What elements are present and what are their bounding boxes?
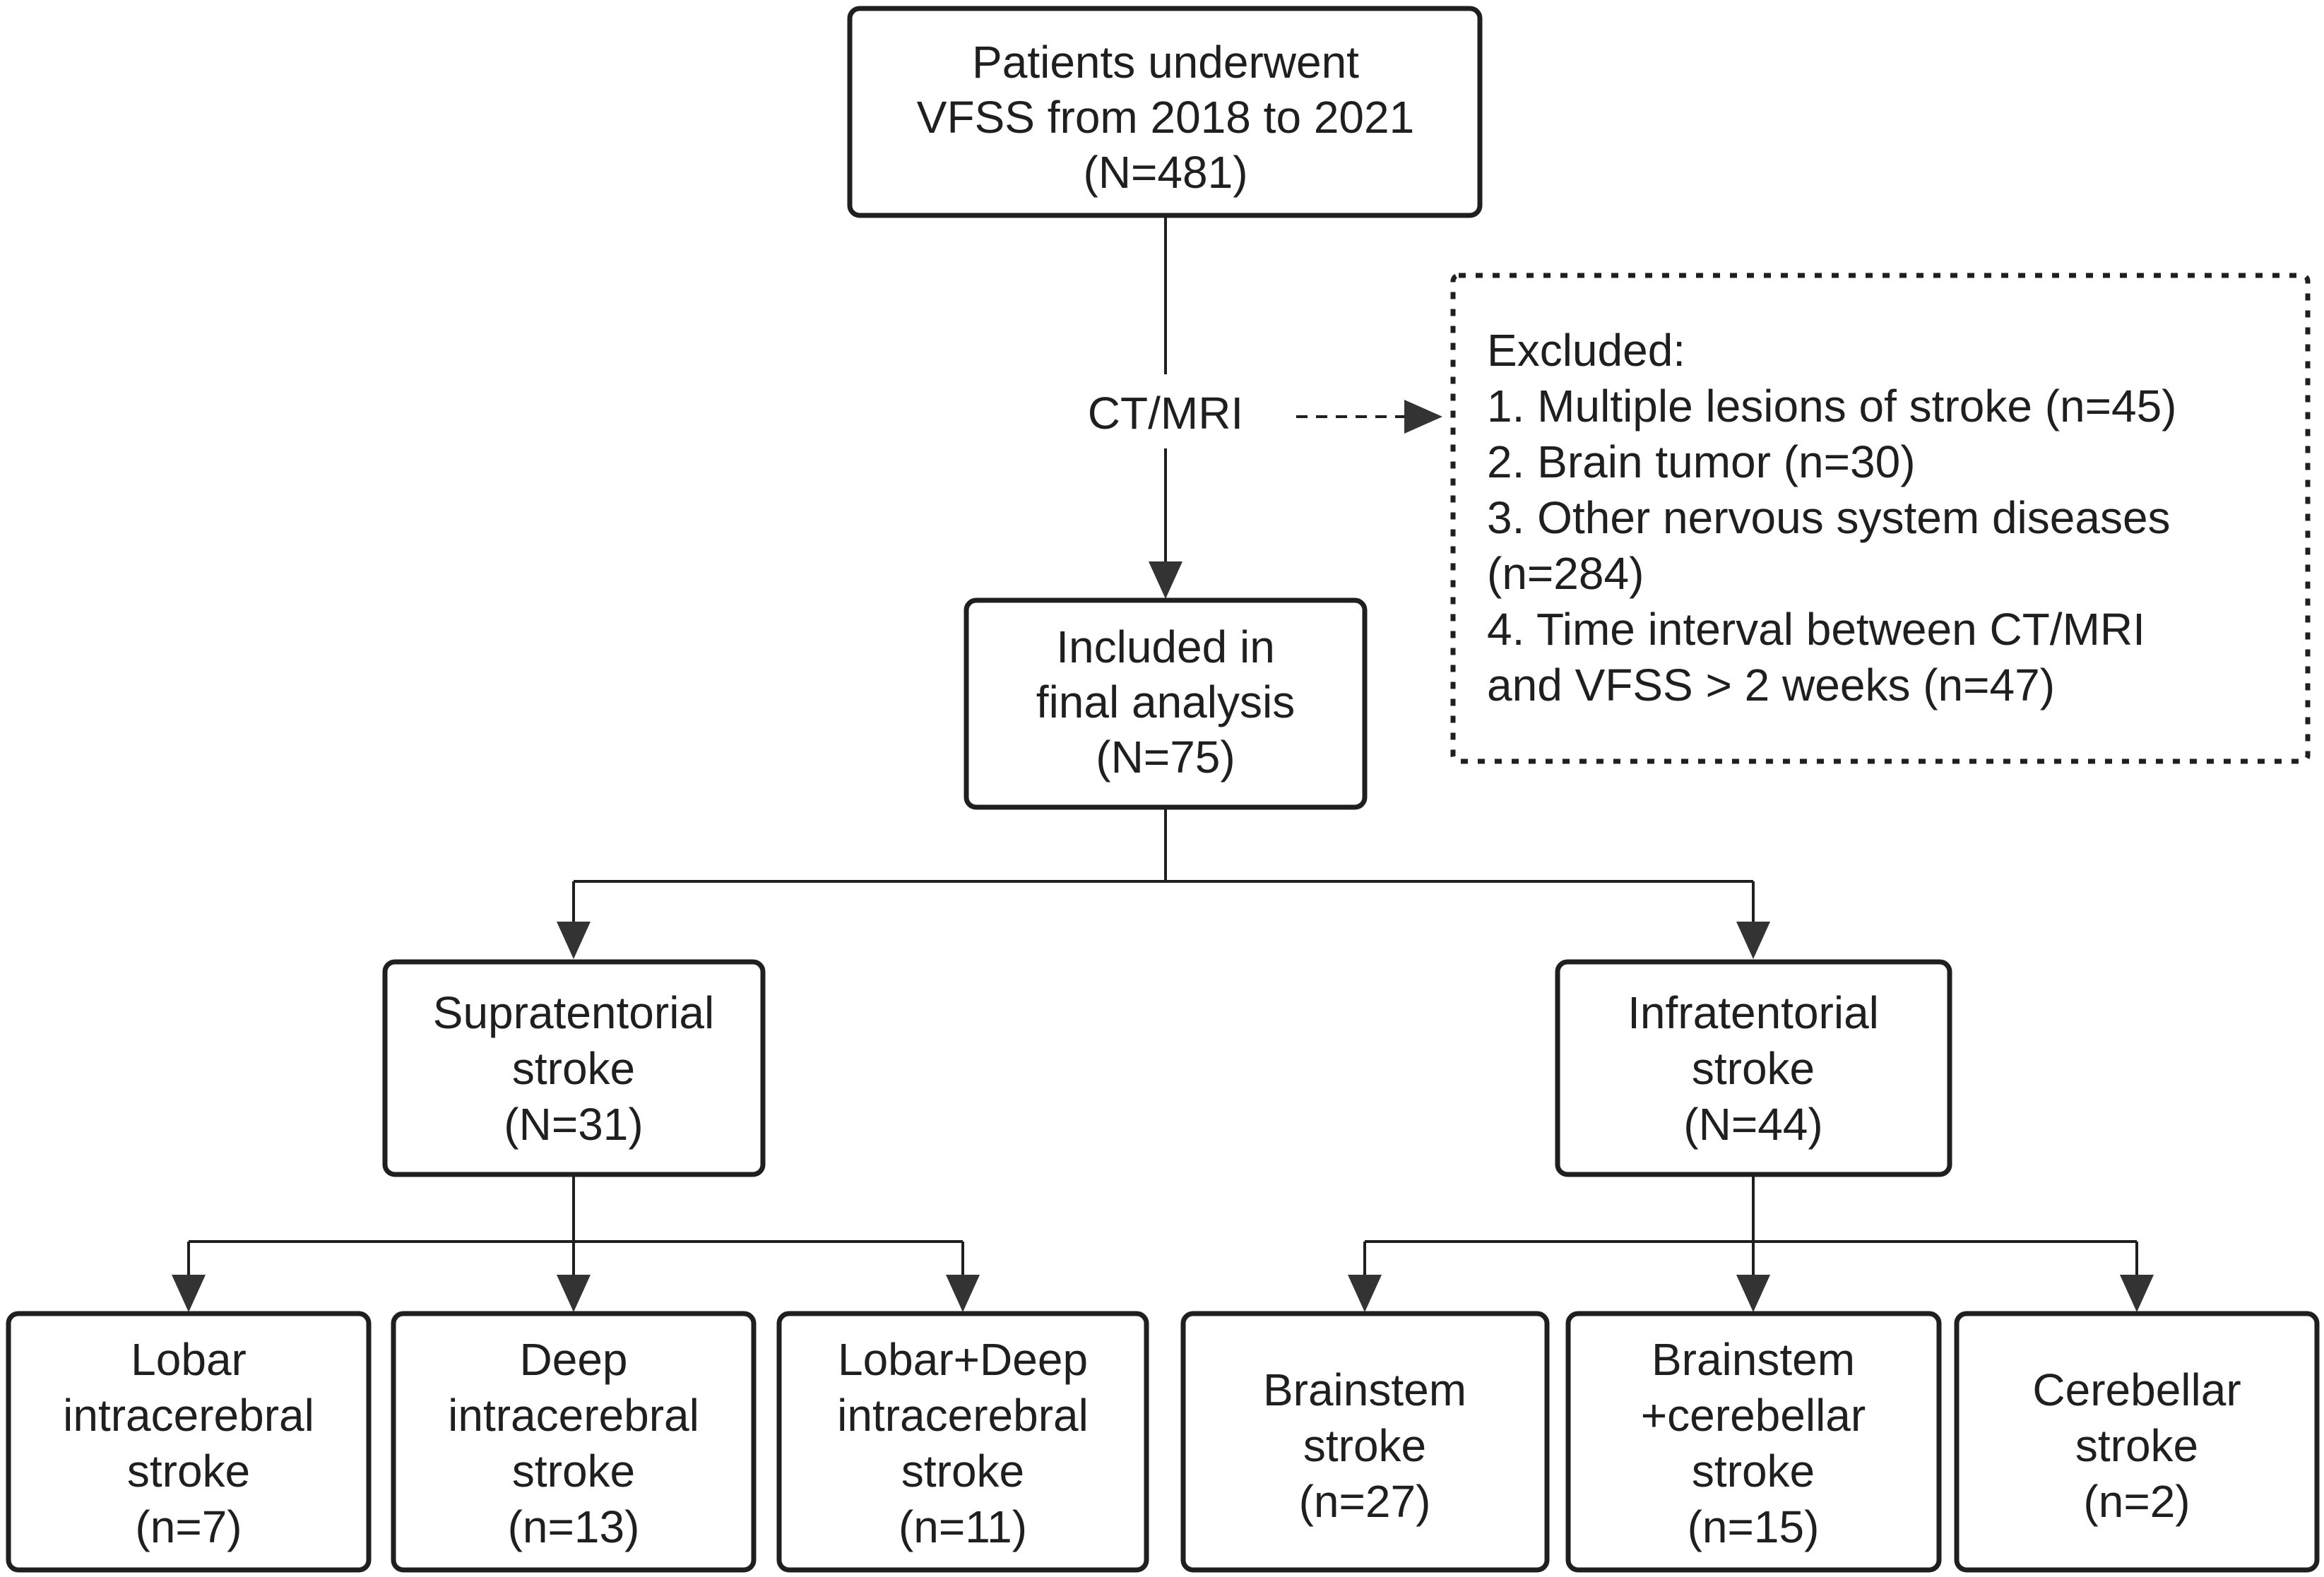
node-infratentorial-line-2: stroke bbox=[1692, 1043, 1815, 1094]
node-lobar-line-4: (n=7) bbox=[135, 1501, 242, 1552]
excluded-line-5: (n=284) bbox=[1487, 548, 1644, 599]
node-brainstem: Brainstem stroke (n=27) bbox=[1180, 1311, 1550, 1573]
node-infratentorial-line-1: Infratentorial bbox=[1628, 987, 1879, 1038]
screening-label: CT/MRI bbox=[1088, 388, 1243, 439]
node-start-line-1: Patients underwent bbox=[972, 37, 1359, 88]
excluded-line-6: 4. Time interval between CT/MRI bbox=[1487, 604, 2145, 655]
node-deep-line-3: stroke bbox=[512, 1446, 635, 1496]
node-lobar-deep-line-4: (n=11) bbox=[899, 1501, 1027, 1552]
node-supratentorial-line-2: stroke bbox=[512, 1043, 635, 1094]
node-deep: Deep intracerebral stroke (n=13) bbox=[391, 1311, 757, 1573]
arrowhead-brainstem-cerebellar-icon bbox=[1736, 1275, 1770, 1312]
node-lobar-line-1: Lobar bbox=[131, 1334, 247, 1385]
node-infratentorial: Infratentorial stroke (N=44) bbox=[1555, 959, 1952, 1177]
arrowhead-deep-icon bbox=[557, 1275, 591, 1312]
node-infratentorial-line-3: (N=44) bbox=[1683, 1099, 1822, 1150]
excluded-line-4: 3. Other nervous system diseases bbox=[1487, 492, 2171, 543]
node-cerebellar-line-3: (n=2) bbox=[2083, 1476, 2190, 1527]
excluded-line-7: and VFSS > 2 weeks (n=47) bbox=[1487, 660, 2055, 710]
node-excluded: Excluded: 1. Multiple lesions of stroke … bbox=[1450, 273, 2311, 764]
arrowhead-cerebellar-icon bbox=[2120, 1275, 2154, 1312]
node-lobar-deep: Lobar+Deep intracerebral stroke (n=11) bbox=[776, 1311, 1149, 1573]
node-lobar-line-2: intracerebral bbox=[63, 1390, 314, 1441]
node-lobar-deep-line-1: Lobar+Deep bbox=[838, 1334, 1088, 1385]
node-start-line-3: (N=481) bbox=[1084, 147, 1248, 198]
node-brainstem-cerebellar-line-1: Brainstem bbox=[1652, 1334, 1855, 1385]
node-start-line-2: VFSS from 2018 to 2021 bbox=[917, 92, 1414, 143]
node-supratentorial-line-1: Supratentorial bbox=[433, 987, 714, 1038]
arrowhead-included-icon bbox=[1149, 561, 1182, 599]
arrowhead-lobar-icon bbox=[172, 1275, 206, 1312]
arrowhead-brainstem-icon bbox=[1348, 1275, 1382, 1312]
node-lobar-deep-line-3: stroke bbox=[901, 1446, 1024, 1496]
node-lobar: Lobar intracerebral stroke (n=7) bbox=[6, 1311, 372, 1573]
node-lobar-deep-line-2: intracerebral bbox=[837, 1390, 1089, 1441]
node-brainstem-line-1: Brainstem bbox=[1263, 1364, 1466, 1415]
node-included-line-2: final analysis bbox=[1036, 677, 1295, 727]
node-included: Included in final analysis (N=75) bbox=[964, 597, 1368, 810]
node-lobar-line-3: stroke bbox=[127, 1446, 250, 1496]
node-brainstem-cerebellar-line-4: (n=15) bbox=[1688, 1501, 1820, 1552]
node-brainstem-cerebellar: Brainstem +cerebellar stroke (n=15) bbox=[1565, 1311, 1942, 1573]
node-deep-line-4: (n=13) bbox=[508, 1501, 640, 1552]
node-supratentorial-line-3: (N=31) bbox=[504, 1099, 643, 1150]
node-deep-line-2: intracerebral bbox=[448, 1390, 699, 1441]
node-cerebellar-line-2: stroke bbox=[2075, 1420, 2198, 1471]
arrowhead-supratentorial-icon bbox=[557, 922, 591, 959]
node-start: Patients underwent VFSS from 2018 to 202… bbox=[847, 6, 1483, 218]
node-cerebellar: Cerebellar stroke (n=2) bbox=[1954, 1311, 2320, 1573]
excluded-line-1: Excluded: bbox=[1487, 325, 1685, 376]
node-deep-line-1: Deep bbox=[520, 1334, 628, 1385]
excluded-line-2: 1. Multiple lesions of stroke (n=45) bbox=[1487, 381, 2176, 432]
node-supratentorial: Supratentorial stroke (N=31) bbox=[382, 959, 766, 1177]
node-included-line-3: (N=75) bbox=[1096, 732, 1235, 782]
node-included-line-1: Included in bbox=[1056, 621, 1275, 672]
arrowhead-infratentorial-icon bbox=[1736, 922, 1770, 959]
connectors bbox=[172, 215, 2154, 1312]
node-brainstem-line-2: stroke bbox=[1303, 1420, 1426, 1471]
arrowhead-excluded-icon bbox=[1404, 400, 1442, 434]
node-brainstem-cerebellar-line-3: stroke bbox=[1692, 1446, 1815, 1496]
node-brainstem-cerebellar-line-2: +cerebellar bbox=[1641, 1390, 1866, 1441]
arrowhead-lobar-deep-icon bbox=[946, 1275, 980, 1312]
node-cerebellar-line-1: Cerebellar bbox=[2032, 1364, 2241, 1415]
excluded-line-3: 2. Brain tumor (n=30) bbox=[1487, 436, 1916, 487]
node-brainstem-line-3: (n=27) bbox=[1299, 1476, 1431, 1527]
